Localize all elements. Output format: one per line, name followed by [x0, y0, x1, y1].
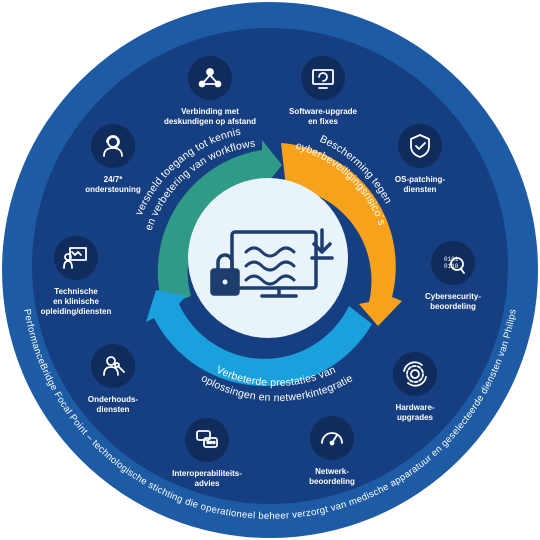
- service-label-line: Technische: [54, 287, 98, 296]
- service-label-line: Cybersecurity-: [425, 292, 481, 301]
- service-label-line: en fixes: [308, 117, 338, 126]
- service-label-line: Software-upgrade: [289, 107, 358, 116]
- service-label-line: OS-patching-: [395, 175, 446, 184]
- service-icon-circle: [398, 124, 442, 168]
- chat-bubbles-icon: [196, 430, 218, 448]
- service-icon-circle: [91, 124, 135, 168]
- service-icon-circle: [91, 344, 135, 388]
- service-os-patching: OS-patching-diensten: [395, 124, 446, 194]
- monitor-lock-download-icon: [210, 228, 334, 298]
- gear-refresh-icon: [403, 361, 427, 387]
- service-label-line: en klinische: [53, 297, 99, 306]
- segment-cyan: [146, 290, 372, 386]
- service-label-line: Interoperabiliteits-: [172, 469, 242, 478]
- center-disc: [188, 178, 348, 338]
- service-label-line: 24/7*: [104, 175, 124, 184]
- service-icon-circle: [188, 56, 232, 100]
- service-icon-circle: [431, 241, 475, 285]
- service-label-line: opleiding/diensten: [41, 307, 112, 316]
- monitor-refresh-icon: [312, 69, 334, 89]
- service-label-line: diensten: [97, 405, 130, 414]
- service-label-line: Verbinding met: [181, 107, 239, 116]
- service-onderhoud: Onderhouds-diensten: [88, 344, 139, 414]
- network-tree-icon: [198, 68, 222, 88]
- service-label-line: deskundigen op afstand: [164, 117, 256, 126]
- service-netwerk: Netwerk-beoordeling: [309, 416, 355, 486]
- technician-wrench-icon: [103, 356, 125, 376]
- service-label-line: upgrades: [397, 413, 434, 422]
- service-interoperabiliteit: Interoperabiliteits-advies: [172, 418, 242, 488]
- service-label-line: Hardware-: [395, 403, 434, 412]
- service-icon-circle: [393, 352, 437, 396]
- shield-check-icon: [410, 134, 430, 158]
- service-label-line: advies: [195, 479, 220, 488]
- service-label-line: ondersteuning: [85, 185, 141, 194]
- speedometer-icon: [321, 432, 343, 446]
- service-icon-circle: [301, 56, 345, 100]
- service-hardware: Hardware-upgrades: [393, 352, 437, 422]
- service-label-line: beoordeling: [430, 302, 476, 311]
- support-agent-icon: [103, 135, 123, 157]
- service-ondersteuning: 24/7*ondersteuning: [85, 124, 141, 194]
- service-label-line: Onderhouds-: [88, 395, 139, 404]
- service-icon-circle: [54, 236, 98, 280]
- service-label-line: Netwerk-: [315, 467, 349, 476]
- segment-orange: [281, 143, 402, 326]
- svg-text:0101: 0101: [444, 256, 459, 263]
- service-icon-circle: [310, 416, 354, 460]
- presenter-board-icon: [63, 247, 87, 269]
- service-label-line: beoordeling: [309, 477, 355, 486]
- service-label-line: diensten: [404, 185, 437, 194]
